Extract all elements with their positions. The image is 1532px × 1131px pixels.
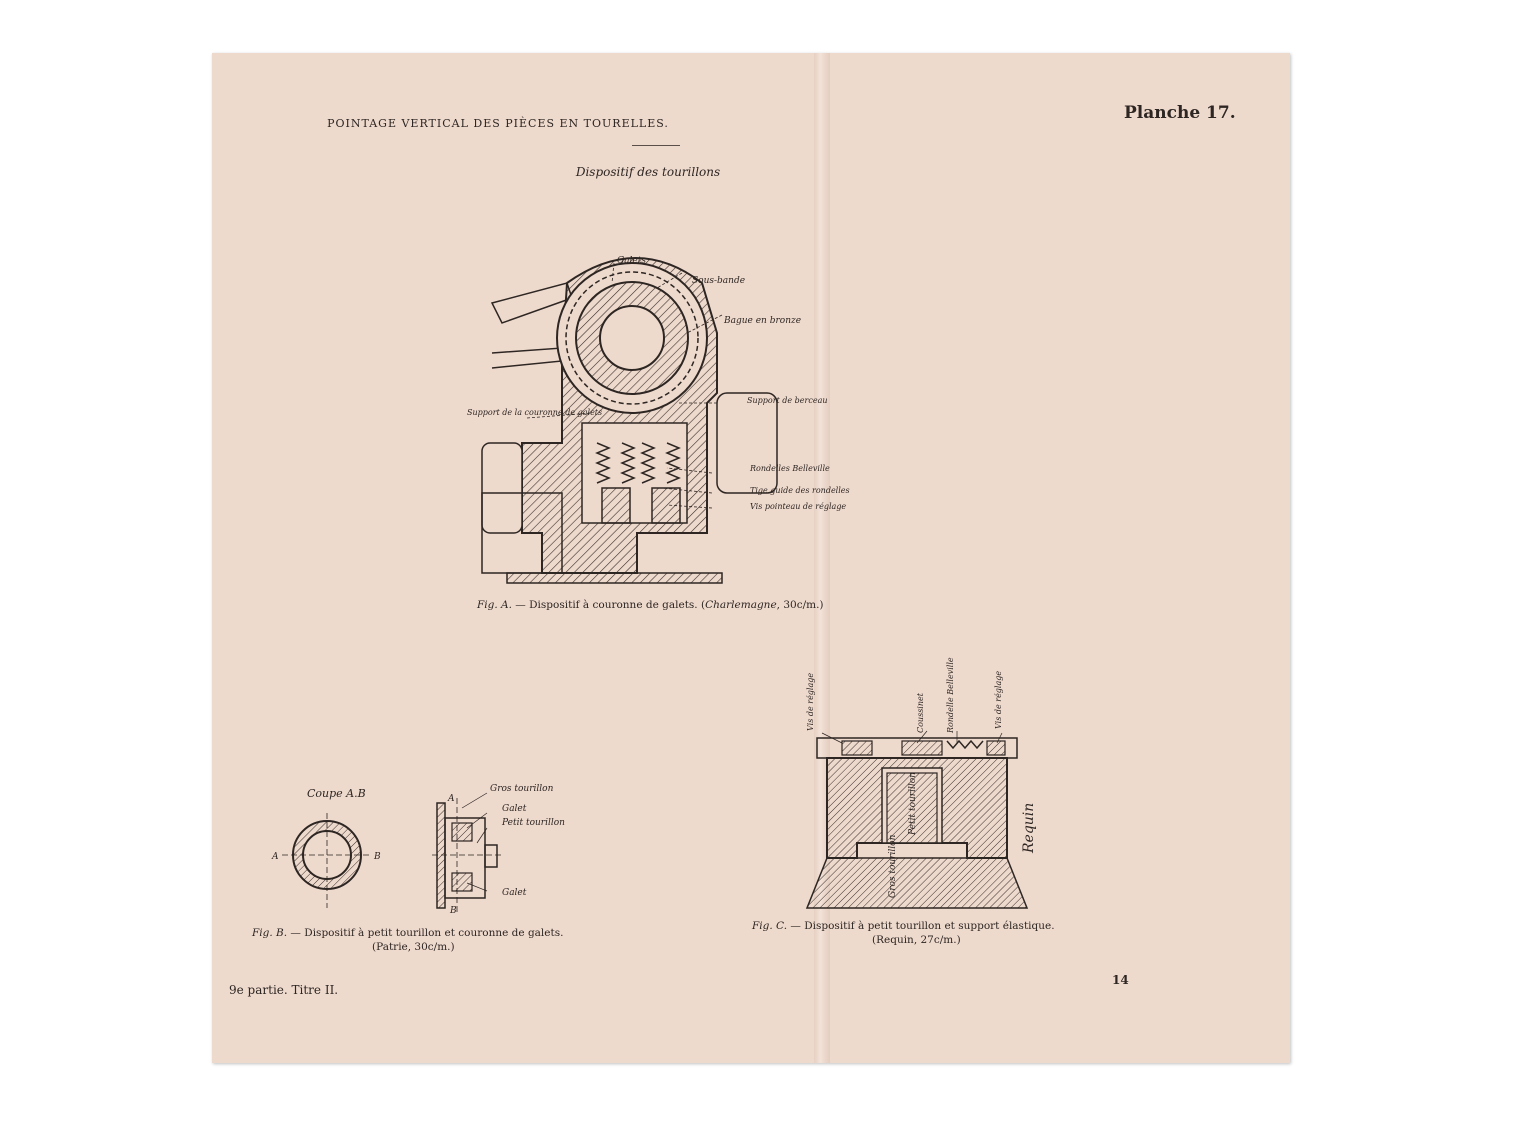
header-rule [632, 145, 680, 146]
label-petit-tourillon-c: Petit tourillon [908, 772, 918, 836]
label-galets: Galets [617, 256, 646, 266]
label-gros-tourillon: Gros tourillon [490, 784, 554, 794]
label-rondelle: Rondelle Belleville [946, 657, 955, 734]
figure-a-caption-prefix: Fig. A. — [477, 599, 530, 611]
label-a-top: A [447, 794, 455, 804]
plate-subtitle: Dispositif des tourillons [575, 165, 721, 179]
label-vis-right: Vis de réglage [994, 671, 1003, 729]
plate-number: Planche 17. [1124, 103, 1236, 123]
label-coussinet: Coussinet [916, 692, 925, 733]
figure-b-caption-text: Dispositif à petit tourillon et couronne… [304, 927, 564, 939]
footer-part: 9e partie. Titre II. [229, 983, 339, 997]
label-requin: Requin [1021, 803, 1037, 854]
figure-a-caption-suffix: , 30c/m.) [776, 599, 824, 611]
figure-b-caption-prefix: Fig. B. — [252, 927, 305, 939]
label-coupe: Coupe A.B [307, 787, 366, 800]
figure-a-drawing [481, 257, 778, 584]
figure-c-caption-line2: (Requin, 27c/m.) [872, 934, 961, 946]
label-vis-left: Vis de réglage [806, 673, 815, 731]
label-b-right: B [373, 852, 381, 862]
figure-a-caption: Fig. A. — Dispositif à couronne de galet… [477, 599, 824, 611]
figure-c-drawing [805, 730, 1029, 909]
label-sousbande: Sous-bande [692, 276, 745, 286]
figure-a-caption-text: Dispositif à couronne de galets. ( [529, 599, 706, 611]
figure-a-labels: Galets Sous-bande Bague en bronze Suppor… [467, 256, 850, 511]
label-b-bottom: B [449, 906, 457, 916]
label-petit-tourillon: Petit tourillon [501, 818, 565, 828]
label-a-left: A [271, 852, 279, 862]
plate-header-title: POINTAGE VERTICAL DES PIÈCES EN TOURELLE… [327, 117, 669, 130]
figure-c-labels: Vis de réglage Coussinet Rondelle Bellev… [806, 657, 1037, 898]
label-galet-top: Galet [502, 804, 527, 814]
figure-b-caption: Fig. B. — Dispositif à petit tourillon e… [252, 927, 563, 939]
label-support-couronne: Support de la couronne de galets [467, 408, 602, 417]
figure-c-caption: Fig. C. — Dispositif à petit tourillon e… [752, 920, 1055, 932]
label-galet-bottom: Galet [502, 888, 527, 898]
label-bague: Bague en bronze [723, 316, 801, 326]
printed-plate-sheet: POINTAGE VERTICAL DES PIÈCES EN TOURELLE… [212, 53, 1290, 1063]
label-gros-tourillon-c: Gros tourillon [888, 834, 898, 898]
label-support-berceau: Support de berceau [747, 396, 828, 405]
label-vis: Vis pointeau de réglage [750, 502, 846, 511]
footer-page-number: 14 [1112, 973, 1129, 987]
figure-a-caption-ship: Charlemagne [705, 599, 777, 611]
figure-b-drawing [282, 792, 502, 913]
label-rondelles: Rondelles Belleville [749, 464, 830, 473]
figure-c-caption-text: Dispositif à petit tourillon et support … [804, 920, 1055, 932]
figure-b-labels: Coupe A.B Gros tourillon Galet Petit tou… [271, 784, 565, 916]
figure-c-caption-prefix: Fig. C. — [752, 920, 805, 932]
figure-b-caption-line2: (Patrie, 30c/m.) [372, 941, 455, 953]
label-tige: Tige guide des rondelles [750, 486, 850, 495]
